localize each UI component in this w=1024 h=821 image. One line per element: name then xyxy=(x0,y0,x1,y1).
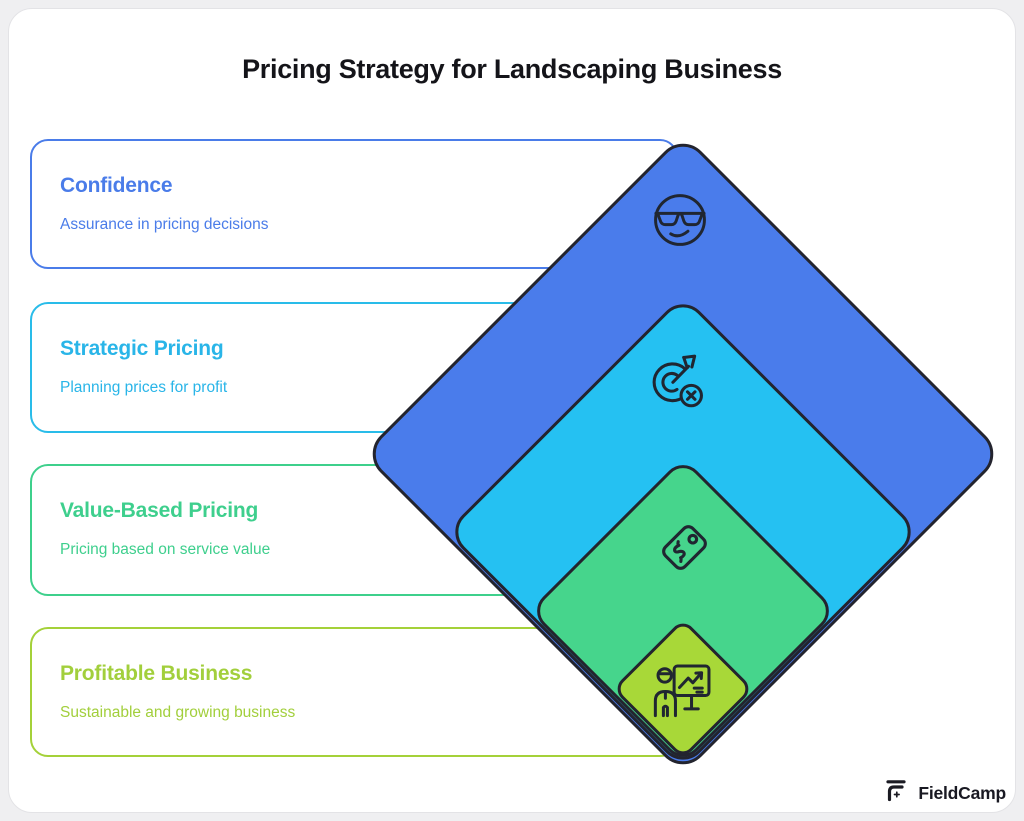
card-title: Value-Based Pricing xyxy=(60,499,259,522)
card-subtitle: Assurance in pricing decisions xyxy=(60,216,269,233)
card-subtitle: Pricing based on service value xyxy=(60,541,271,558)
cool-face-icon xyxy=(647,187,713,253)
page-title: Pricing Strategy for Landscaping Busines… xyxy=(242,54,782,84)
fieldcamp-logo-icon xyxy=(884,778,910,809)
presenter-chart-icon xyxy=(650,658,717,725)
card-title: Strategic Pricing xyxy=(60,337,224,360)
brand-footer: FieldCamp xyxy=(884,776,1006,810)
card-confidence: Confidence Assurance in pricing decision… xyxy=(30,139,678,269)
card-title: Confidence xyxy=(60,174,173,197)
brand-name: FieldCamp xyxy=(918,782,1006,803)
target-dart-icon xyxy=(645,350,713,418)
price-tag-icon xyxy=(650,513,719,582)
card-subtitle: Planning prices for profit xyxy=(60,379,228,396)
card-subtitle: Sustainable and growing business xyxy=(60,704,296,721)
card-title: Profitable Business xyxy=(60,662,253,685)
